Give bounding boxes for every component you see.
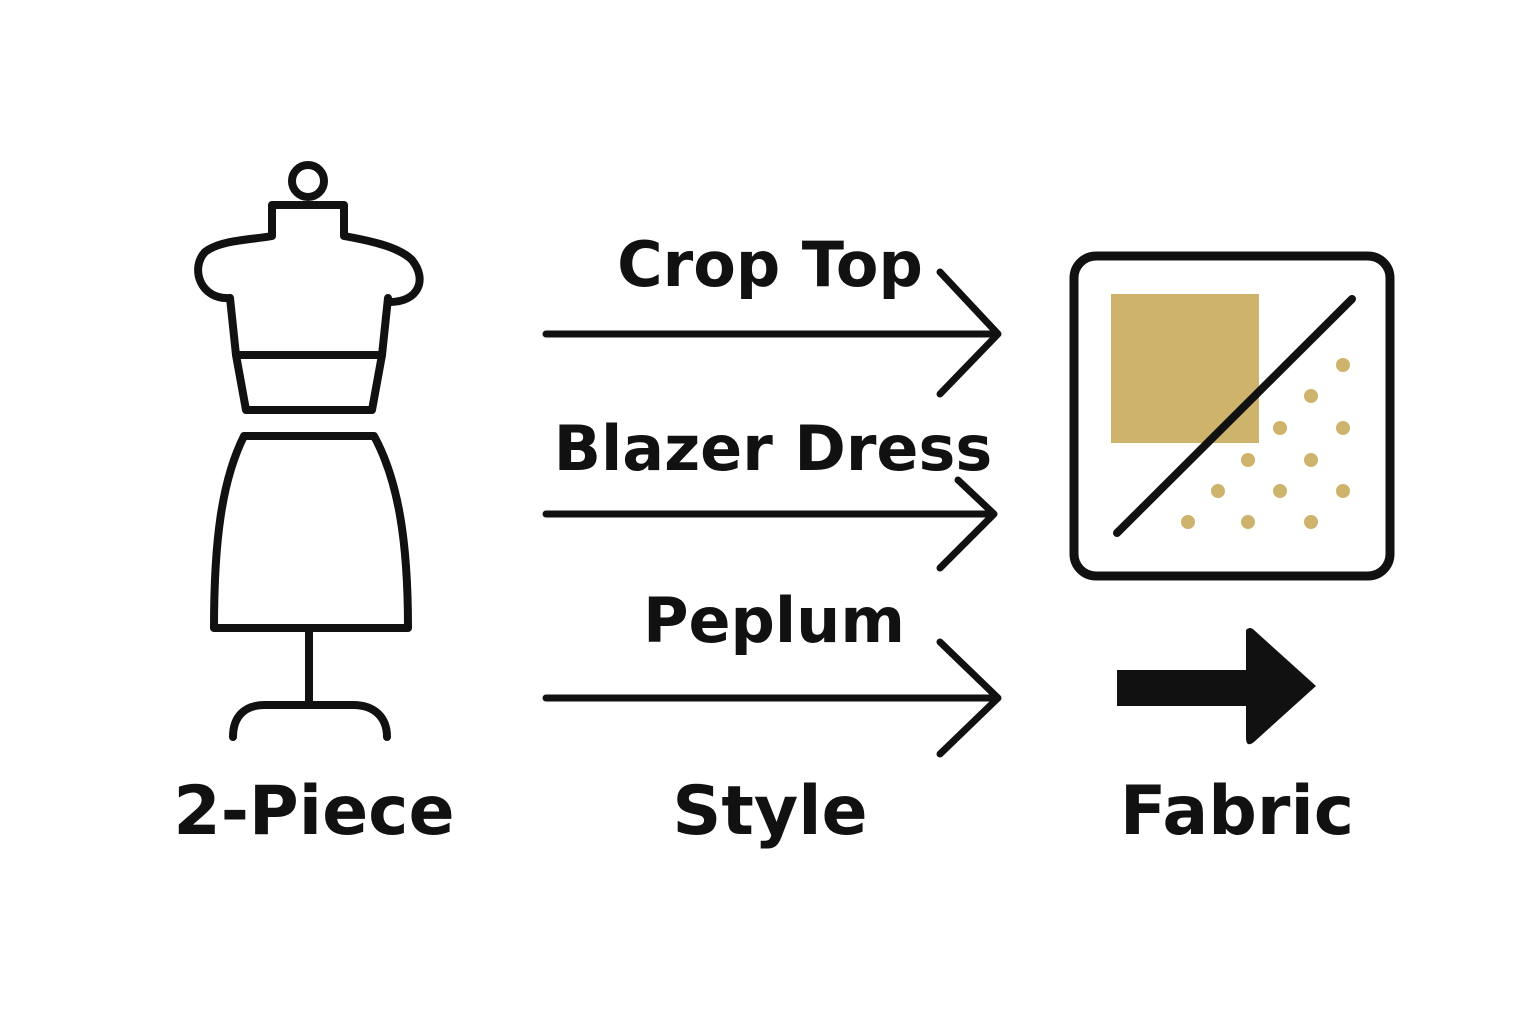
two-piece-caption: 2-Piece — [173, 772, 455, 851]
mannequin-knob — [288, 161, 328, 201]
blazer-dress-label: Blazer Dress — [553, 412, 993, 485]
swatch-solid-square — [1111, 294, 1259, 443]
fabric-caption: Fabric — [1119, 772, 1355, 851]
skirt-outline — [210, 432, 412, 632]
fabric-swatch-icon — [1069, 251, 1395, 581]
crop-top-outline — [226, 294, 392, 414]
mannequin-base — [229, 701, 391, 741]
blazer-dress-arrow — [542, 476, 998, 572]
style-arrows — [542, 268, 1002, 758]
crop-top-label: Crop Top — [617, 228, 923, 301]
crop-top-arrow — [542, 268, 1002, 398]
style-caption: Style — [672, 772, 868, 851]
peplum-arrow — [542, 638, 1002, 758]
mannequin-shoulders — [194, 201, 424, 306]
peplum-label: Peplum — [643, 584, 905, 657]
bold-arrow-icon — [1117, 628, 1316, 745]
swatch-divider — [1113, 295, 1356, 537]
swatch-dots — [1181, 358, 1350, 529]
swatch-frame — [1069, 251, 1395, 581]
dress-form-icon — [194, 161, 424, 741]
